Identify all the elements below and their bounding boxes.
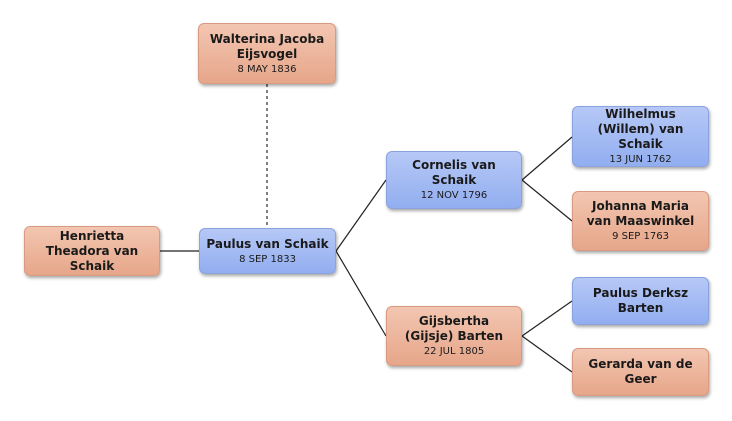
person-birth-date: 8 SEP 1833 bbox=[239, 253, 296, 265]
person-name: Paulus Derksz Barten bbox=[592, 286, 689, 315]
parent-link-cornelis-johanna bbox=[521, 179, 573, 222]
parent-link-gijsbertha-gerarda bbox=[521, 335, 573, 373]
person-birth-date: 12 NOV 1796 bbox=[420, 190, 488, 201]
person-name: Gerarda van de Geer bbox=[588, 357, 693, 386]
person-node-gerarda-van-de-geer[interactable]: Gerarda van de Geer bbox=[572, 348, 709, 396]
person-birth-date: 13 JUN 1762 bbox=[609, 154, 672, 165]
person-name: Gijsbertha (Gijsje) Barten bbox=[404, 314, 504, 343]
person-node-cornelis-van-schaik[interactable]: Cornelis van Schaik 12 NOV 1796 bbox=[386, 151, 522, 209]
parent-link-cornelis-wilhelmus bbox=[521, 136, 573, 181]
person-name: Paulus van Schaik bbox=[206, 236, 329, 251]
person-node-paulus-van-schaik[interactable]: Paulus van Schaik 8 SEP 1833 bbox=[199, 228, 336, 274]
person-birth-date: 8 MAY 1836 bbox=[237, 63, 297, 75]
person-name: Johanna Maria van Maaswinkel bbox=[586, 199, 695, 228]
person-node-henrietta-theadora-van-schaik[interactable]: Henrietta Theadora van Schaik bbox=[24, 226, 160, 276]
person-node-walterina-jacoba-eijsvogel[interactable]: Walterina Jacoba Eijsvogel 8 MAY 1836 bbox=[198, 23, 336, 84]
person-birth-date: 22 JUL 1805 bbox=[423, 346, 485, 357]
person-node-paulus-derksz-barten[interactable]: Paulus Derksz Barten bbox=[572, 277, 709, 325]
person-birth-date: 9 SEP 1763 bbox=[612, 231, 669, 242]
parent-link-paulus-gijsbertha bbox=[335, 250, 387, 337]
parent-link-gijsbertha-paulus-derksz bbox=[521, 300, 573, 337]
parent-link-paulus-cornelis bbox=[335, 179, 387, 252]
person-name: Henrietta Theadora van Schaik bbox=[45, 228, 139, 273]
person-node-gijsbertha-barten[interactable]: Gijsbertha (Gijsje) Barten 22 JUL 1805 bbox=[386, 306, 522, 366]
person-node-johanna-maria-van-maaswinkel[interactable]: Johanna Maria van Maaswinkel 9 SEP 1763 bbox=[572, 191, 709, 251]
person-name: Walterina Jacoba Eijsvogel bbox=[209, 31, 325, 61]
person-node-wilhelmus-van-schaik[interactable]: Wilhelmus (Willem) van Schaik 13 JUN 176… bbox=[572, 106, 709, 167]
person-name: Wilhelmus (Willem) van Schaik bbox=[597, 107, 684, 151]
person-name: Cornelis van Schaik bbox=[412, 158, 496, 187]
